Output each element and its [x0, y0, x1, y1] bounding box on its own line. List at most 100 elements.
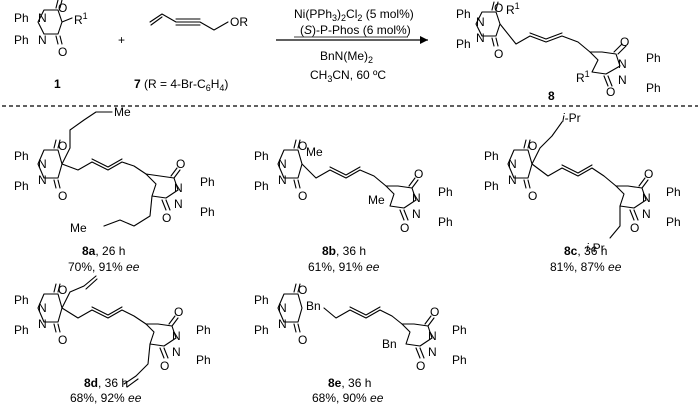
- product-8c-structure: Ph N Ph N O O i-Pr i-Pr O O N N Ph Ph: [484, 111, 681, 255]
- atom-n: N: [38, 33, 47, 47]
- condition-catalyst: Ni(PPh3)2Cl2 (5 mol%): [294, 7, 414, 23]
- condition-base: BnN(Me)2: [320, 49, 373, 65]
- atom-ph: Ph: [254, 293, 269, 307]
- atom-n: N: [642, 191, 651, 205]
- atom-n: N: [38, 301, 47, 315]
- atom-ph: Ph: [438, 185, 453, 199]
- yield-8b: 61%, 91% ee: [308, 260, 380, 274]
- atom-me: Me: [70, 221, 87, 235]
- atom-n: N: [412, 207, 421, 221]
- yield-8d: 68%, 92% ee: [70, 391, 142, 404]
- atom-ph: Ph: [456, 7, 471, 21]
- atom-o: O: [58, 139, 67, 153]
- atom-ph: Ph: [484, 149, 499, 163]
- atom-n: N: [278, 317, 287, 331]
- atom-n: N: [508, 157, 517, 171]
- product-8d-structure: Ph N Ph N O O O O N N Ph Ph: [14, 275, 211, 388]
- label-8b: 8b, 36 h: [322, 244, 366, 258]
- atom-o: O: [494, 1, 503, 15]
- condition-solvent-temp: CH3CN, 60 ºC: [310, 68, 386, 84]
- atom-ph: Ph: [14, 33, 29, 47]
- atom-n: N: [428, 345, 437, 359]
- atom-o: O: [298, 283, 307, 297]
- label-compound-1: 1: [54, 77, 61, 91]
- atom-bn: Bn: [382, 337, 397, 351]
- atom-o: O: [494, 47, 503, 61]
- atom-bn: Bn: [306, 299, 321, 313]
- atom-ph: Ph: [456, 37, 471, 51]
- atom-ph: Ph: [254, 149, 269, 163]
- atom-n: N: [38, 157, 47, 171]
- atom-ph: Ph: [14, 11, 29, 25]
- condition-ligand: (S)-P-Phos (6 mol%): [300, 23, 411, 37]
- atom-n: N: [38, 11, 47, 25]
- atom-ph: Ph: [666, 215, 681, 229]
- atom-me: Me: [368, 193, 385, 207]
- label-compound-8: 8: [548, 89, 555, 103]
- atom-me: Me: [306, 145, 323, 159]
- atom-ph: Ph: [452, 353, 467, 367]
- atom-ipr: i-Pr: [562, 111, 581, 125]
- atom-n: N: [172, 345, 181, 359]
- atom-o: O: [58, 189, 67, 203]
- atom-ph: Ph: [14, 323, 29, 337]
- atom-ph: Ph: [646, 81, 661, 95]
- atom-o: O: [430, 305, 439, 319]
- atom-n: N: [476, 31, 485, 45]
- atom-ph: Ph: [196, 323, 211, 337]
- atom-o: O: [176, 157, 185, 171]
- yield-8e: 68%, 90% ee: [312, 391, 384, 404]
- atom-o: O: [644, 167, 653, 181]
- atom-ph: Ph: [254, 323, 269, 337]
- atom-o: O: [162, 211, 171, 225]
- atom-ph: Ph: [646, 51, 661, 65]
- label-compound-7: 7 (R = 4-Br-C6H4): [134, 77, 228, 93]
- atom-o: O: [298, 139, 307, 153]
- atom-o: O: [606, 85, 615, 99]
- atom-o: O: [528, 189, 537, 203]
- atom-n: N: [412, 191, 421, 205]
- atom-o: O: [416, 359, 425, 373]
- atom-n: N: [172, 329, 181, 343]
- atom-o: O: [58, 45, 67, 59]
- atom-n: N: [174, 181, 183, 195]
- starting-material-1: Ph N Ph N O O R1 1: [14, 0, 88, 91]
- plus-sign: +: [118, 33, 125, 47]
- atom-o: O: [400, 221, 409, 235]
- label-8d: 8d, 36 h: [84, 376, 128, 390]
- atom-n: N: [618, 73, 627, 87]
- atom-n: N: [428, 329, 437, 343]
- atom-o: O: [298, 189, 307, 203]
- atom-n: N: [38, 317, 47, 331]
- atom-me: Me: [114, 105, 131, 119]
- atom-ipr: i-Pr: [586, 241, 605, 255]
- atom-o: O: [620, 35, 629, 49]
- atom-or: OR: [230, 15, 248, 29]
- atom-r1: R1: [74, 11, 88, 27]
- atom-n: N: [38, 173, 47, 187]
- product-8a-structure: Ph N Ph N O O Me Me O O N N Ph Ph: [14, 105, 215, 235]
- yield-8a: 70%, 91% ee: [68, 260, 140, 274]
- yield-8c: 81%, 87% ee: [550, 260, 622, 274]
- label-8e: 8e, 36 h: [328, 376, 371, 390]
- atom-r1: R1: [576, 69, 590, 85]
- product-8: Ph N Ph N O O R1 O O N N Ph Ph R1 8: [456, 1, 661, 103]
- atom-o: O: [58, 1, 67, 15]
- starting-material-7: OR 7 (R = 4-Br-C6H4): [134, 13, 248, 93]
- atom-ph: Ph: [14, 293, 29, 307]
- atom-ph: Ph: [666, 185, 681, 199]
- atom-o: O: [58, 283, 67, 297]
- atom-ph: Ph: [484, 179, 499, 193]
- atom-ph: Ph: [438, 215, 453, 229]
- atom-n: N: [508, 173, 517, 187]
- product-8b-structure: Ph N Ph N O O Me Me O O N N Ph Ph: [254, 139, 453, 235]
- atom-n: N: [618, 57, 627, 71]
- atom-o: O: [174, 305, 183, 319]
- product-8e-structure: Ph N Ph N O O Bn Bn O O N N Ph Ph: [254, 283, 467, 373]
- atom-o: O: [528, 139, 537, 153]
- atom-n: N: [278, 301, 287, 315]
- atom-ph: Ph: [196, 353, 211, 367]
- atom-r1: R1: [506, 1, 520, 17]
- atom-ph: Ph: [200, 205, 215, 219]
